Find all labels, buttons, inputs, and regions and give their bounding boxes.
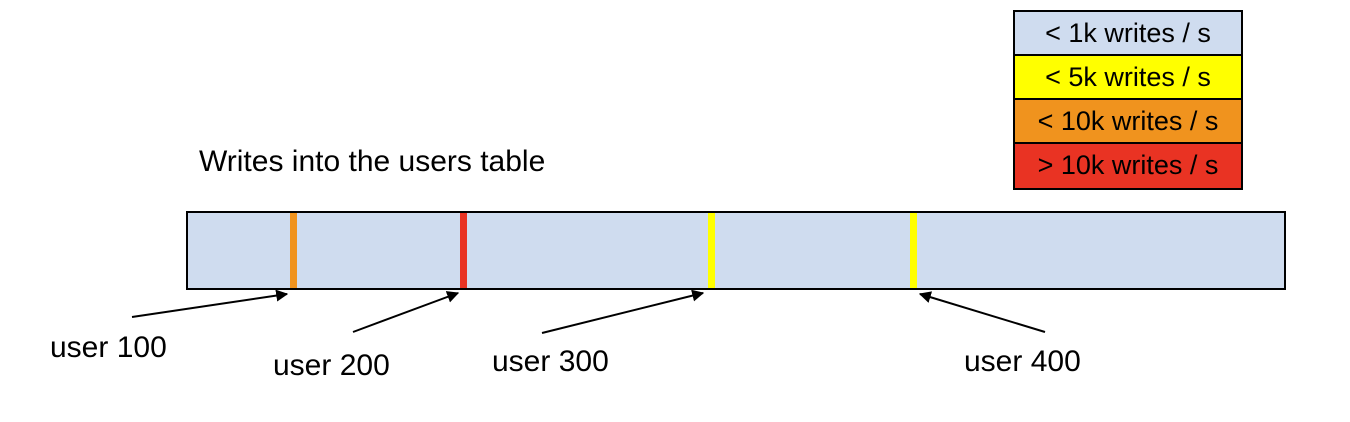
user-100-label: user 100 <box>50 331 167 364</box>
hotspot-stripe-user-300 <box>708 213 715 288</box>
user-300-label: user 300 <box>492 345 609 378</box>
hotspot-stripe-user-400 <box>910 213 917 288</box>
legend: < 1k writes / s < 5k writes / s < 10k wr… <box>1013 10 1243 190</box>
arrow-user-100 <box>131 289 289 318</box>
legend-item-lt-5k: < 5k writes / s <box>1015 56 1241 100</box>
users-table-band <box>186 211 1286 290</box>
legend-item-gt-10k: > 10k writes / s <box>1015 144 1241 188</box>
arrow-user-200 <box>352 291 460 333</box>
hotspot-stripe-user-200 <box>460 213 467 288</box>
hotspot-stripe-user-100 <box>290 213 297 288</box>
legend-item-lt-10k: < 10k writes / s <box>1015 100 1241 144</box>
arrow-user-300 <box>541 289 705 334</box>
legend-item-lt-1k: < 1k writes / s <box>1015 12 1241 56</box>
diagram-title: Writes into the users table <box>199 145 546 178</box>
arrow-user-400 <box>918 291 1046 333</box>
user-400-label: user 400 <box>964 345 1081 378</box>
user-200-label: user 200 <box>273 349 390 382</box>
